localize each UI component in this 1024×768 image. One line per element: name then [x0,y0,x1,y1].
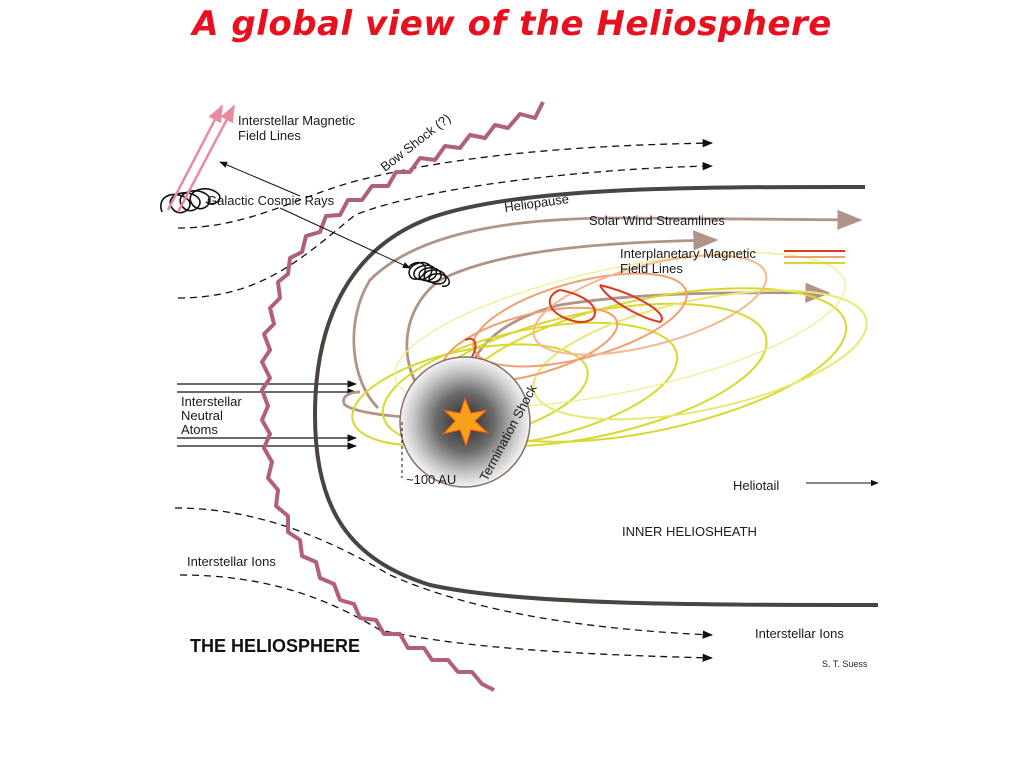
cosmic-ray-helix [407,261,450,287]
label-interstellar-magnetic-1: Interstellar Magnetic [238,113,356,128]
label-neutral-atoms-1: Interstellar [181,394,242,409]
slide-title: A global view of the Heliosphere [192,4,832,44]
label-pointers [219,161,879,487]
label-imf-2: Field Lines [620,261,683,276]
label-inner-heliosheath: INNER HELIOSHEATH [622,524,757,539]
interstellar-field-arrows [166,104,236,213]
label-imf-1: Interplanetary Magnetic [620,246,756,261]
sun-star [441,396,490,448]
label-distance: ~100 AU [406,472,456,487]
label-interstellar-ions-left: Interstellar Ions [187,554,276,569]
label-heliotail: Heliotail [733,478,779,493]
label-solar-wind-streamlines: Solar Wind Streamlines [589,213,725,228]
label-interstellar-ions-right: Interstellar Ions [755,626,844,641]
diagram-heading: THE HELIOSPHERE [190,636,360,656]
label-heliopause: Heliopause [503,191,570,215]
label-neutral-atoms-3: Atoms [181,422,218,437]
interstellar-flow-lines [174,139,714,662]
heliopause-line [312,184,879,607]
label-neutral-atoms-2: Neutral [181,408,223,423]
label-galactic-cosmic-rays: Galactic Cosmic Rays [207,193,335,208]
imf-legend-swatches [784,250,845,264]
credit: S. T. Suess [822,659,868,669]
bow-shock-line [260,101,545,692]
imf-red-spirals [464,284,663,361]
label-interstellar-magnetic-2: Field Lines [238,128,301,143]
